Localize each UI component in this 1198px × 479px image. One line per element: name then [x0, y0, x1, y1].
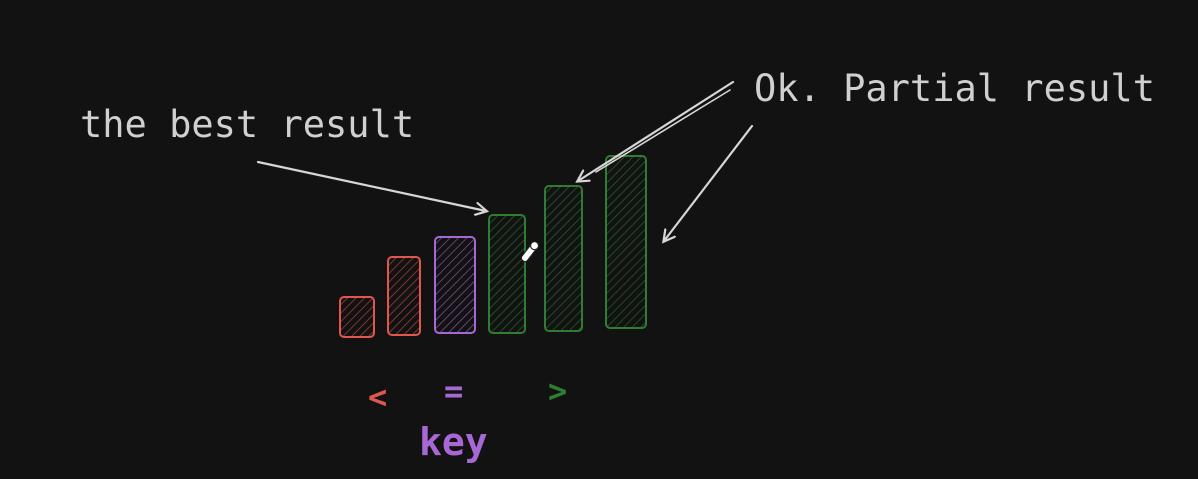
bar-5-greater	[544, 185, 583, 332]
bar-2-less	[387, 256, 421, 336]
bars-group	[339, 155, 647, 338]
greater-than-symbol: >	[548, 372, 567, 410]
arrow-partial-to-bar5-double	[595, 89, 731, 173]
arrows-group	[256, 80, 754, 241]
bar-4-greater	[488, 214, 526, 334]
best-result-label: the best result	[80, 103, 414, 146]
equals-symbol: =	[444, 372, 463, 410]
cursor-icon	[520, 241, 540, 263]
less-than-symbol: <	[368, 378, 387, 416]
arrow-partial-to-bar5	[578, 80, 735, 181]
bar-6-greater	[605, 155, 647, 329]
partial-result-label: Ok. Partial result	[754, 67, 1155, 110]
arrow-partial-to-bar6	[664, 124, 754, 241]
bar-3-equal	[434, 236, 476, 334]
key-label: key	[419, 420, 488, 464]
bar-1-less	[339, 296, 375, 338]
arrow-best-result	[256, 160, 486, 211]
